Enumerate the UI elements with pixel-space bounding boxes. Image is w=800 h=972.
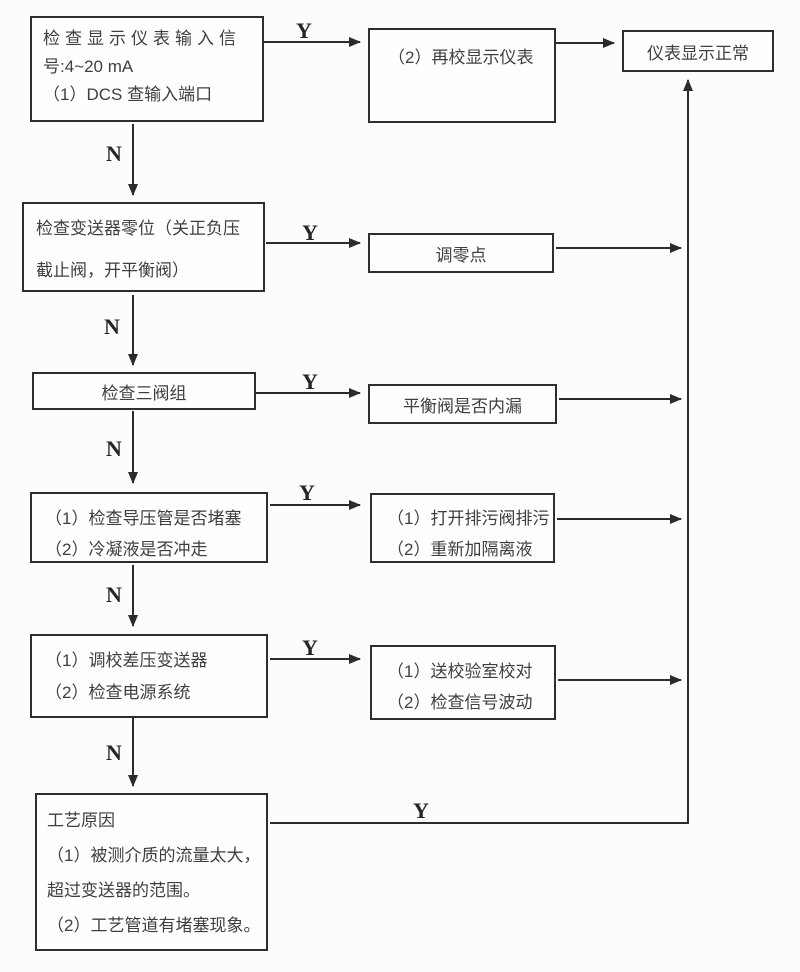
no-label-1: N [106, 141, 122, 166]
node-open-drain-valve: （1）打开排污阀排污 （2）重新加隔离液 [370, 493, 555, 563]
node-text-line: 仪表显示正常 [647, 43, 749, 63]
node-text-line: 检查变送器零位（关正负压 [36, 219, 240, 238]
node-check-impulse-pipe: （1）检查导压管是否堵塞 （2）冷凝液是否冲走 [30, 492, 268, 563]
node-text-line: （2）检查电源系统 [45, 683, 191, 702]
node-send-to-calibration-lab: （1）送校验室校对 （2）检查信号波动 [370, 645, 556, 720]
node-text-line: （2）再校显示仪表 [388, 48, 534, 67]
yes-label-row5: Y [302, 635, 318, 660]
no-label-5: N [106, 740, 122, 765]
node-text-line: 超过变送器的范围。 [47, 881, 200, 900]
node-check-transmitter-zero: 检查变送器零位（关正负压 截止阀，开平衡阀） [22, 202, 265, 292]
yes-label-row4: Y [299, 480, 315, 505]
node-text-line: （1）检查导压管是否堵塞 [45, 509, 242, 528]
no-label-2: N [104, 314, 120, 339]
node-text-line: （1）调校差压变送器 [45, 651, 208, 670]
node-text-line: （1）DCS 查输入端口 [43, 85, 213, 104]
no-label-3: N [106, 436, 122, 461]
node-check-input-signal: 检查显示仪表输入信 号:4~20 mA （1）DCS 查输入端口 [30, 16, 264, 122]
node-text-line: （1）送校验室校对 [387, 662, 533, 681]
node-text-line: 调零点 [435, 245, 487, 265]
edge-process-yes-bus [270, 79, 693, 824]
node-text-line: 截止阀，开平衡阀） [36, 261, 189, 280]
node-balance-valve-leak: 平衡阀是否内漏 [368, 384, 557, 424]
node-text-line: （2）重新加隔离液 [387, 540, 533, 559]
node-adjust-zero: 调零点 [368, 233, 554, 273]
no-label-4: N [106, 582, 122, 607]
node-text-line: 检查三阀组 [101, 383, 187, 403]
node-display-normal: 仪表显示正常 [622, 30, 774, 72]
node-text-line: 检查显示仪表输入信 [43, 29, 241, 48]
node-text-line: 平衡阀是否内漏 [403, 396, 522, 416]
yes-label-row1: Y [296, 18, 312, 43]
node-text-line: （1）打开排污阀排污 [387, 509, 550, 528]
node-text-line: （2）冷凝液是否冲走 [45, 540, 208, 559]
yes-label-row2: Y [302, 220, 318, 245]
yes-label-row3: Y [302, 369, 318, 394]
node-text-line: 号:4~20 mA [43, 57, 134, 76]
node-check-three-valve-group: 检查三阀组 [32, 372, 256, 410]
node-process-cause: 工艺原因 （1）被测介质的流量太大， 超过变送器的范围。 （2）工艺管道有堵塞现… [35, 793, 268, 951]
node-text-line: （2）工艺管道有堵塞现象。 [47, 916, 261, 935]
node-calibrate-dp-transmitter: （1）调校差压变送器 （2）检查电源系统 [30, 634, 268, 718]
node-text-line: 工艺原因 [47, 811, 115, 830]
node-text-line: （2）检查信号波动 [387, 693, 533, 712]
node-recalibrate-display: （2）再校显示仪表 [368, 28, 556, 123]
node-text-line: （1）被测介质的流量太大， [47, 846, 261, 865]
yes-label-process: Y [413, 798, 429, 823]
